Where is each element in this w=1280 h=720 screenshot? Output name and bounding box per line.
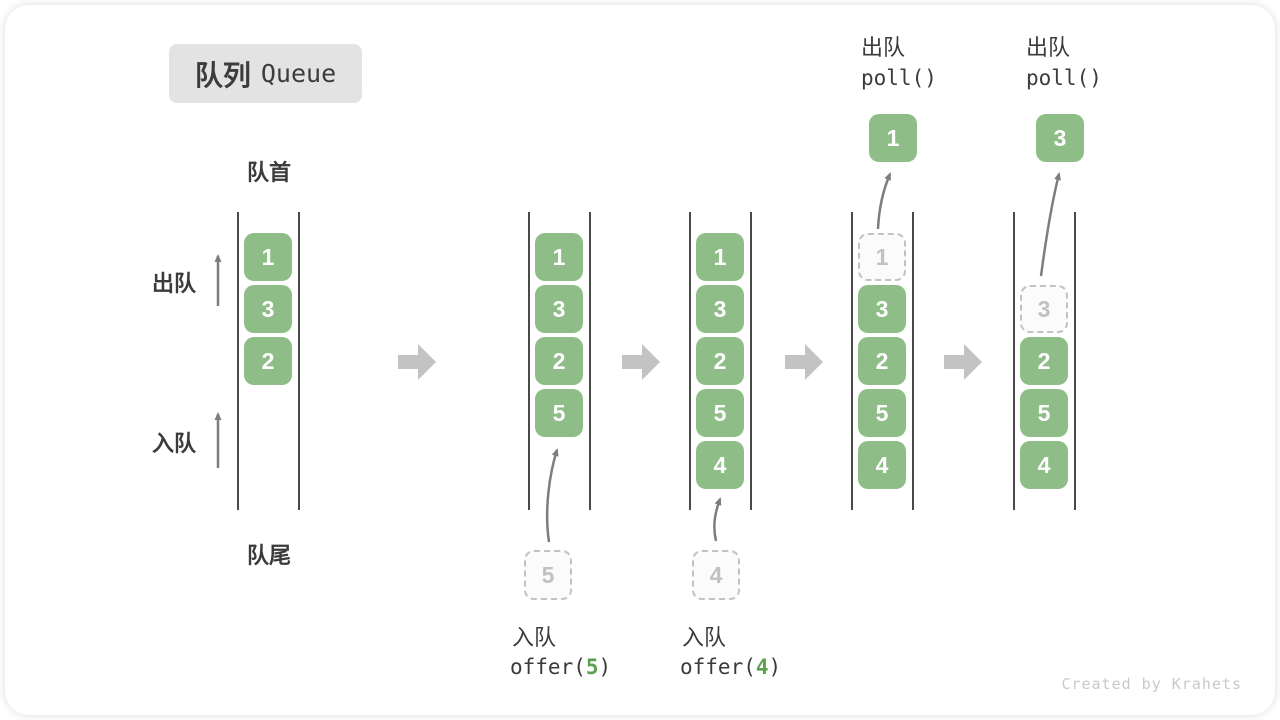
queue-rear-label: 队尾 bbox=[246, 543, 291, 568]
queue-wall-left bbox=[851, 212, 853, 510]
queue-wall-right bbox=[1074, 212, 1076, 510]
polled-value-box-3: 3 bbox=[1036, 114, 1084, 162]
queue-element: 5 bbox=[858, 389, 906, 437]
poll-1-label-zh: 出队 bbox=[861, 35, 906, 60]
offer-4-label-zh: 入队 bbox=[682, 625, 727, 650]
queue-element: 1 bbox=[696, 233, 744, 281]
queue-element: 3 bbox=[244, 285, 292, 333]
queue-element-dashed: 1 bbox=[858, 233, 906, 281]
queue-element: 2 bbox=[858, 337, 906, 385]
queue-element: 3 bbox=[858, 285, 906, 333]
queue-wall-left bbox=[689, 212, 691, 510]
queue-element: 4 bbox=[696, 441, 744, 489]
queue-element: 5 bbox=[1020, 389, 1068, 437]
queue-element: 3 bbox=[535, 285, 583, 333]
queue-wall-right bbox=[750, 212, 752, 510]
offer-4-code-suffix: ) bbox=[768, 655, 782, 679]
title-zh: 队列 bbox=[194, 59, 251, 91]
offer-5-code-suffix: ) bbox=[598, 655, 612, 679]
queue-wall-right bbox=[589, 212, 591, 510]
offer-4-code-arg: 4 bbox=[755, 655, 769, 679]
queue-wall-left bbox=[237, 212, 239, 510]
queue-element: 4 bbox=[858, 441, 906, 489]
queue-element: 2 bbox=[1020, 337, 1068, 385]
queue-element: 3 bbox=[696, 285, 744, 333]
offer-5-code-prefix: offer( bbox=[510, 655, 586, 679]
poll-3-label-zh: 出队 bbox=[1026, 35, 1071, 60]
polled-value-box-1: 1 bbox=[869, 114, 917, 162]
queue-element: 1 bbox=[244, 233, 292, 281]
queue-element: 4 bbox=[1020, 441, 1068, 489]
staged-value-box-5: 5 bbox=[524, 550, 572, 600]
queue-wall-left bbox=[528, 212, 530, 510]
queue-front-label: 队首 bbox=[246, 160, 291, 185]
queue-element: 5 bbox=[535, 389, 583, 437]
enqueue-side-label: 入队 bbox=[152, 431, 197, 456]
poll-3-code: poll() bbox=[1026, 66, 1102, 90]
staged-value-box-4: 4 bbox=[692, 550, 740, 600]
queue-wall-left bbox=[1013, 212, 1015, 510]
queue-element: 2 bbox=[535, 337, 583, 385]
queue-wall-right bbox=[298, 212, 300, 510]
diagram-card bbox=[5, 5, 1275, 715]
queue-element: 2 bbox=[696, 337, 744, 385]
watermark: Created by Krahets bbox=[1061, 675, 1242, 693]
offer-5-code: offer(5) bbox=[510, 655, 611, 679]
offer-4-code: offer(4) bbox=[680, 655, 781, 679]
title-en: Queue bbox=[260, 59, 337, 88]
poll-1-code: poll() bbox=[861, 66, 937, 90]
queue-element: 1 bbox=[535, 233, 583, 281]
queue-wall-right bbox=[912, 212, 914, 510]
offer-5-label-zh: 入队 bbox=[512, 625, 557, 650]
offer-5-code-arg: 5 bbox=[585, 655, 599, 679]
offer-4-code-prefix: offer( bbox=[680, 655, 756, 679]
title-badge: 队列 Queue bbox=[169, 44, 362, 103]
queue-element-dashed: 3 bbox=[1020, 285, 1068, 333]
queue-element: 2 bbox=[244, 337, 292, 385]
dequeue-side-label: 出队 bbox=[152, 271, 197, 296]
queue-element: 5 bbox=[696, 389, 744, 437]
